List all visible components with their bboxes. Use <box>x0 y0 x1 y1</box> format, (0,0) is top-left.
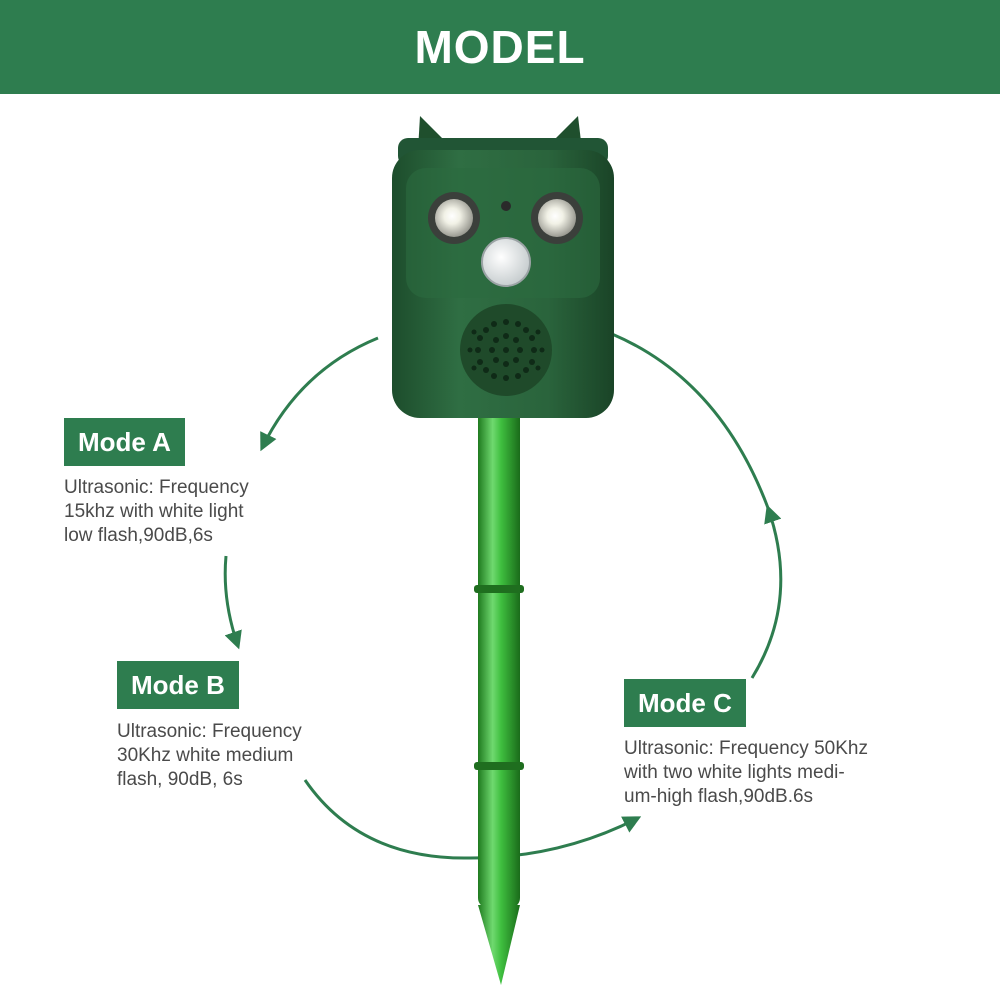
ground-stake <box>474 408 524 985</box>
arrow-b-to-c <box>303 779 642 860</box>
arrow-a-to-b <box>223 555 242 650</box>
cycle-arrows <box>223 332 783 860</box>
arrow-c-top <box>611 332 770 509</box>
motion-sensor-icon <box>481 237 531 287</box>
mode-b-desc-line: flash, 90dB, 6s <box>117 769 243 790</box>
mode-b-desc-line: Ultrasonic: Frequency <box>117 721 302 742</box>
mode-a-description: Ultrasonic: Frequency 15khz with white l… <box>64 476 249 548</box>
header-banner: MODEL <box>0 0 1000 94</box>
mode-a-label: Mode A <box>64 418 185 466</box>
mode-c-desc-line: um-high flash,90dB.6s <box>624 786 814 807</box>
arrow-to-mode-a <box>260 336 379 452</box>
arrow-c-up <box>750 504 783 679</box>
mode-b-desc-line: 30Khz white medium <box>117 745 294 766</box>
mode-b-description: Ultrasonic: Frequency 30Khz white medium… <box>117 720 302 792</box>
mode-c-description: Ultrasonic: Frequency 50Khz with two whi… <box>624 737 868 809</box>
mode-a-desc-line: Ultrasonic: Frequency <box>64 477 249 498</box>
mode-c-label: Mode C <box>624 679 746 727</box>
mode-c-desc-line: with two white lights medi- <box>624 762 845 783</box>
mode-a-desc-line: low flash,90dB,6s <box>64 525 213 546</box>
mode-c-desc-line: Ultrasonic: Frequency 50Khz <box>624 738 868 759</box>
mode-a-desc-line: 15khz with white light <box>64 501 244 522</box>
device-body <box>392 116 614 418</box>
mode-b-label: Mode B <box>117 661 239 709</box>
page-title: MODEL <box>414 21 586 73</box>
